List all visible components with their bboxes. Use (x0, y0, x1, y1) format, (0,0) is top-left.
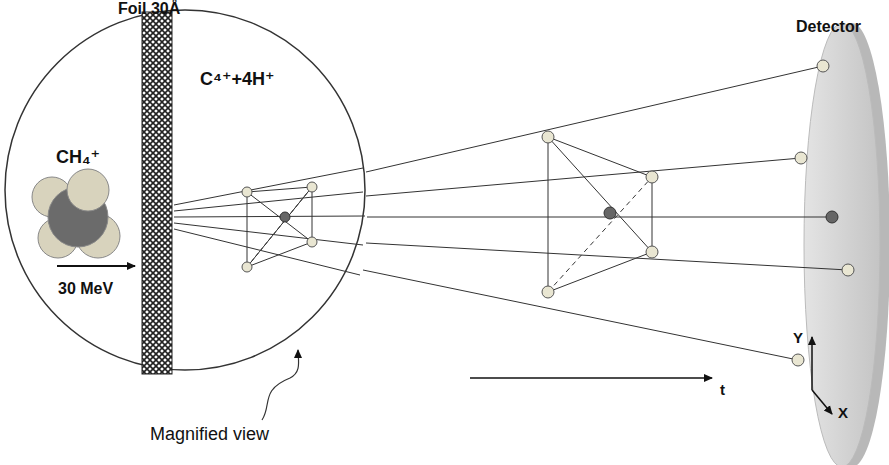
detector-label: Detector (796, 18, 861, 36)
fragments-label: C⁴⁺+4H⁺ (200, 70, 274, 90)
axis-label: X (838, 405, 848, 422)
axis-label: Y (793, 330, 803, 347)
callout-label: Magnified view (150, 425, 269, 445)
energy-label: 30 MeV (58, 280, 113, 298)
foil-label: Foil 30Å (118, 0, 180, 18)
axis-label: t (720, 382, 725, 399)
ion-label: CH₄⁺ (56, 148, 100, 168)
